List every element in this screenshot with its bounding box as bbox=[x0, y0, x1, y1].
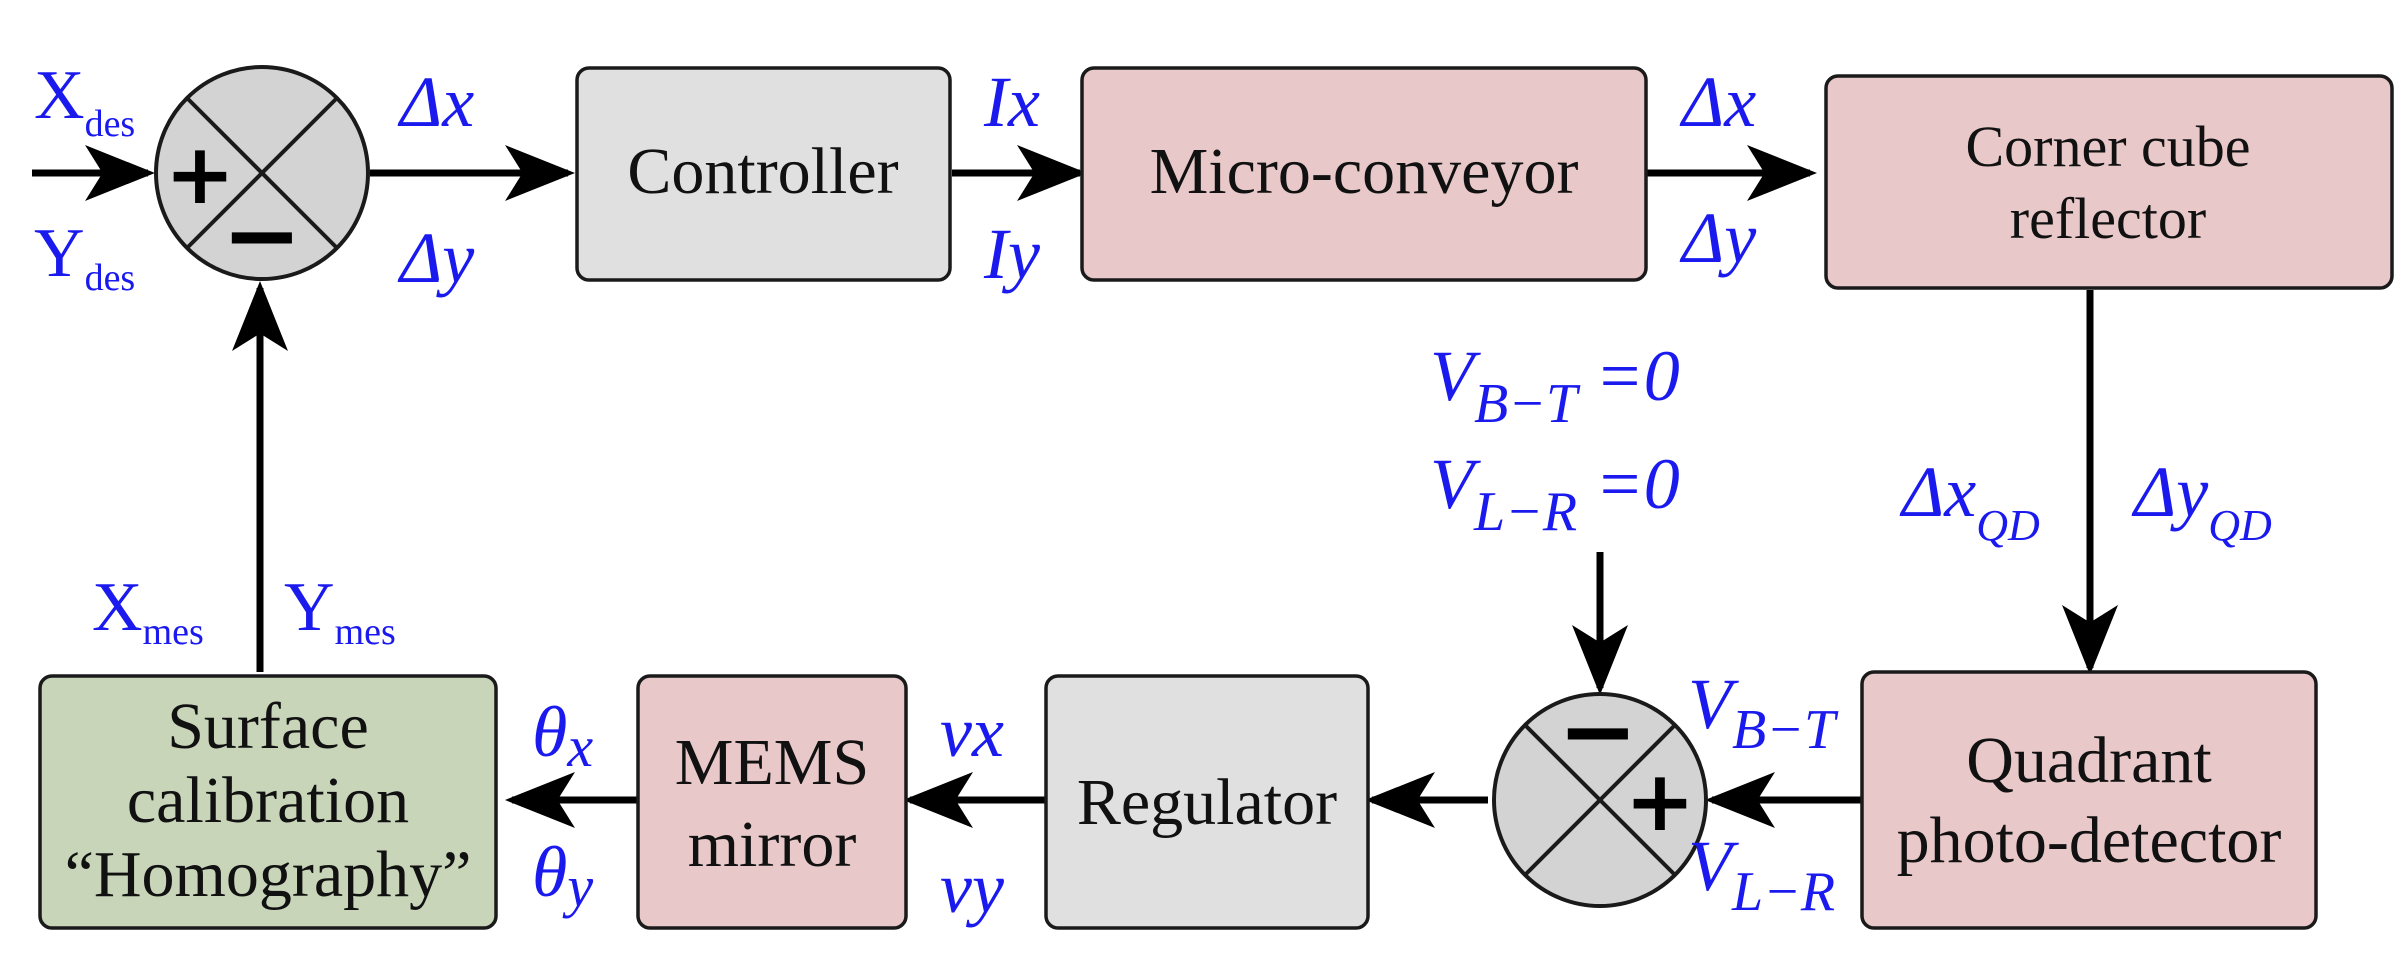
label-delta-x-qd: ΔxQD bbox=[1899, 452, 2040, 550]
signal-labels: Xdes Ydes Δx Δy Ix Iy Δx Δy ΔxQD ΔyQD VB… bbox=[34, 57, 2272, 928]
top-sum-minus-sign: − bbox=[222, 179, 302, 291]
summing-junction-top: + − bbox=[154, 65, 370, 291]
controller-label: Controller bbox=[627, 135, 898, 208]
label-vbt: VB−T bbox=[1688, 664, 1839, 761]
quadrant-label-line1: Quadrant bbox=[1966, 724, 2212, 797]
corner-cube-label-line1: Corner cube bbox=[1965, 114, 2250, 179]
mems-mirror-block: MEMS mirror bbox=[636, 674, 908, 930]
label-x-des: Xdes bbox=[34, 57, 135, 145]
label-theta-x: θx bbox=[532, 692, 593, 779]
top-sum-plus-sign: + bbox=[165, 125, 235, 223]
bottom-sum-plus-sign: + bbox=[1625, 752, 1695, 850]
label-delta-x-1: Δx bbox=[397, 62, 474, 142]
label-ix: Ix bbox=[983, 62, 1040, 142]
signal-wires bbox=[32, 145, 2118, 828]
label-vbt-reference: VB−T =0 bbox=[1430, 336, 1680, 435]
regulator-label: Regulator bbox=[1077, 766, 1337, 839]
label-theta-y: θy bbox=[532, 832, 593, 919]
quadrant-label-line2: photo-detector bbox=[1897, 804, 2282, 877]
label-vlr: VL−R bbox=[1688, 826, 1835, 923]
label-delta-y-2: Δy bbox=[1679, 198, 1756, 278]
corner-cube-label-line2: reflector bbox=[2010, 186, 2206, 251]
surface-label-line1: Surface bbox=[167, 690, 369, 763]
quadrant-photodetector-block: Quadrant photo-detector bbox=[1860, 670, 2318, 930]
label-x-mes: Xmes bbox=[92, 569, 204, 653]
label-vx: vx bbox=[940, 692, 1004, 772]
micro-conveyor-label: Micro-conveyor bbox=[1150, 135, 1579, 208]
controller-block: Controller bbox=[575, 66, 952, 282]
label-vlr-reference: VL−R =0 bbox=[1430, 444, 1680, 543]
label-delta-x-2: Δx bbox=[1679, 62, 1756, 142]
corner-cube-block: Corner cube reflector bbox=[1824, 74, 2394, 290]
label-vy: vy bbox=[940, 848, 1004, 928]
surface-calibration-block: Surface calibration “Homography” bbox=[38, 674, 498, 930]
mems-label-line2: mirror bbox=[688, 808, 857, 881]
label-y-des: Ydes bbox=[34, 215, 135, 299]
label-y-mes: Ymes bbox=[284, 569, 396, 653]
bottom-sum-minus-sign: − bbox=[1558, 675, 1638, 787]
mems-label-line1: MEMS bbox=[675, 726, 869, 799]
surface-label-line3: “Homography” bbox=[65, 838, 472, 911]
micro-conveyor-block: Micro-conveyor bbox=[1080, 66, 1648, 282]
label-delta-y-1: Δy bbox=[397, 218, 474, 298]
label-delta-y-qd: ΔyQD bbox=[2131, 452, 2272, 550]
summing-junction-bottom: − + bbox=[1492, 675, 1708, 908]
label-iy: Iy bbox=[983, 214, 1040, 294]
surface-label-line2: calibration bbox=[127, 764, 409, 837]
regulator-block: Regulator bbox=[1044, 674, 1370, 930]
